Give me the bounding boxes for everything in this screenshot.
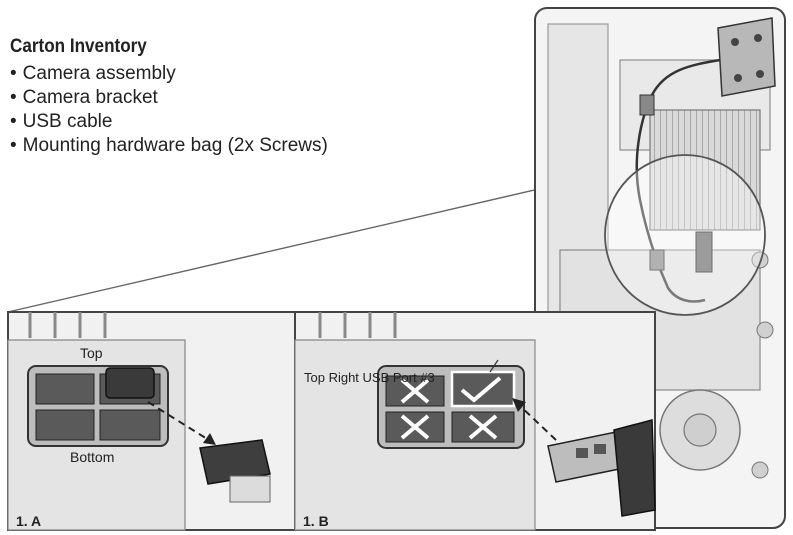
inventory-item: USB cable xyxy=(10,110,328,134)
inventory-list: Camera assembly Camera bracket USB cable… xyxy=(10,62,328,158)
arrow-head xyxy=(512,398,526,412)
remove-arrow xyxy=(147,401,213,443)
bracket-hole xyxy=(731,38,739,46)
connector-base xyxy=(229,475,271,503)
inventory-item: Camera bracket xyxy=(10,86,328,110)
usb-plug-inset xyxy=(695,231,713,273)
port-label: Top Right USB Port #3 xyxy=(304,370,435,385)
heatsink xyxy=(649,109,761,231)
screw-boss xyxy=(751,461,769,479)
usb-port xyxy=(35,373,95,405)
x-mark xyxy=(400,414,430,440)
usb-port xyxy=(99,409,161,441)
step-label: 1. A xyxy=(16,513,41,529)
usb-port xyxy=(35,409,95,441)
bottom-label: Bottom xyxy=(70,449,114,465)
plugged-connector xyxy=(105,367,155,399)
cable-clip xyxy=(639,94,655,116)
magnify-circle xyxy=(604,154,766,316)
inventory-title: Carton Inventory xyxy=(10,36,147,57)
usb-port-excluded xyxy=(385,375,445,407)
bracket-hole xyxy=(734,74,742,82)
fan-hub xyxy=(683,413,717,447)
check-mark xyxy=(460,376,502,403)
callout-line xyxy=(7,171,613,313)
bracket-hole xyxy=(754,34,762,42)
step-label: 1. B xyxy=(303,513,329,529)
screw-boss xyxy=(751,251,769,269)
bracket-hole xyxy=(756,70,764,78)
cable-clip xyxy=(649,249,665,271)
usb-cable xyxy=(635,58,721,303)
x-mark xyxy=(400,378,430,404)
panel-1b: Top Right USB Port #3 1. B xyxy=(294,311,656,531)
insert-arrow xyxy=(517,403,557,441)
arrow-head xyxy=(203,433,216,445)
x-mark xyxy=(468,414,498,440)
label-leader xyxy=(489,359,499,373)
inventory-item: Mounting hardware bag (2x Screws) xyxy=(10,134,328,158)
screw-boss xyxy=(756,321,774,339)
carton-inventory: Carton Inventory Camera assembly Camera … xyxy=(10,36,328,158)
usb-plug-body xyxy=(613,419,656,517)
usb-port-target xyxy=(450,370,516,408)
inventory-item: Camera assembly xyxy=(10,62,328,86)
camera-bracket xyxy=(717,17,776,97)
usb-plug-slot xyxy=(576,448,588,458)
usb-plug-slot xyxy=(594,444,606,454)
panel-1a: Top Bottom 1. A xyxy=(7,311,296,531)
removed-connector xyxy=(199,439,271,485)
top-label: Top xyxy=(80,345,103,361)
